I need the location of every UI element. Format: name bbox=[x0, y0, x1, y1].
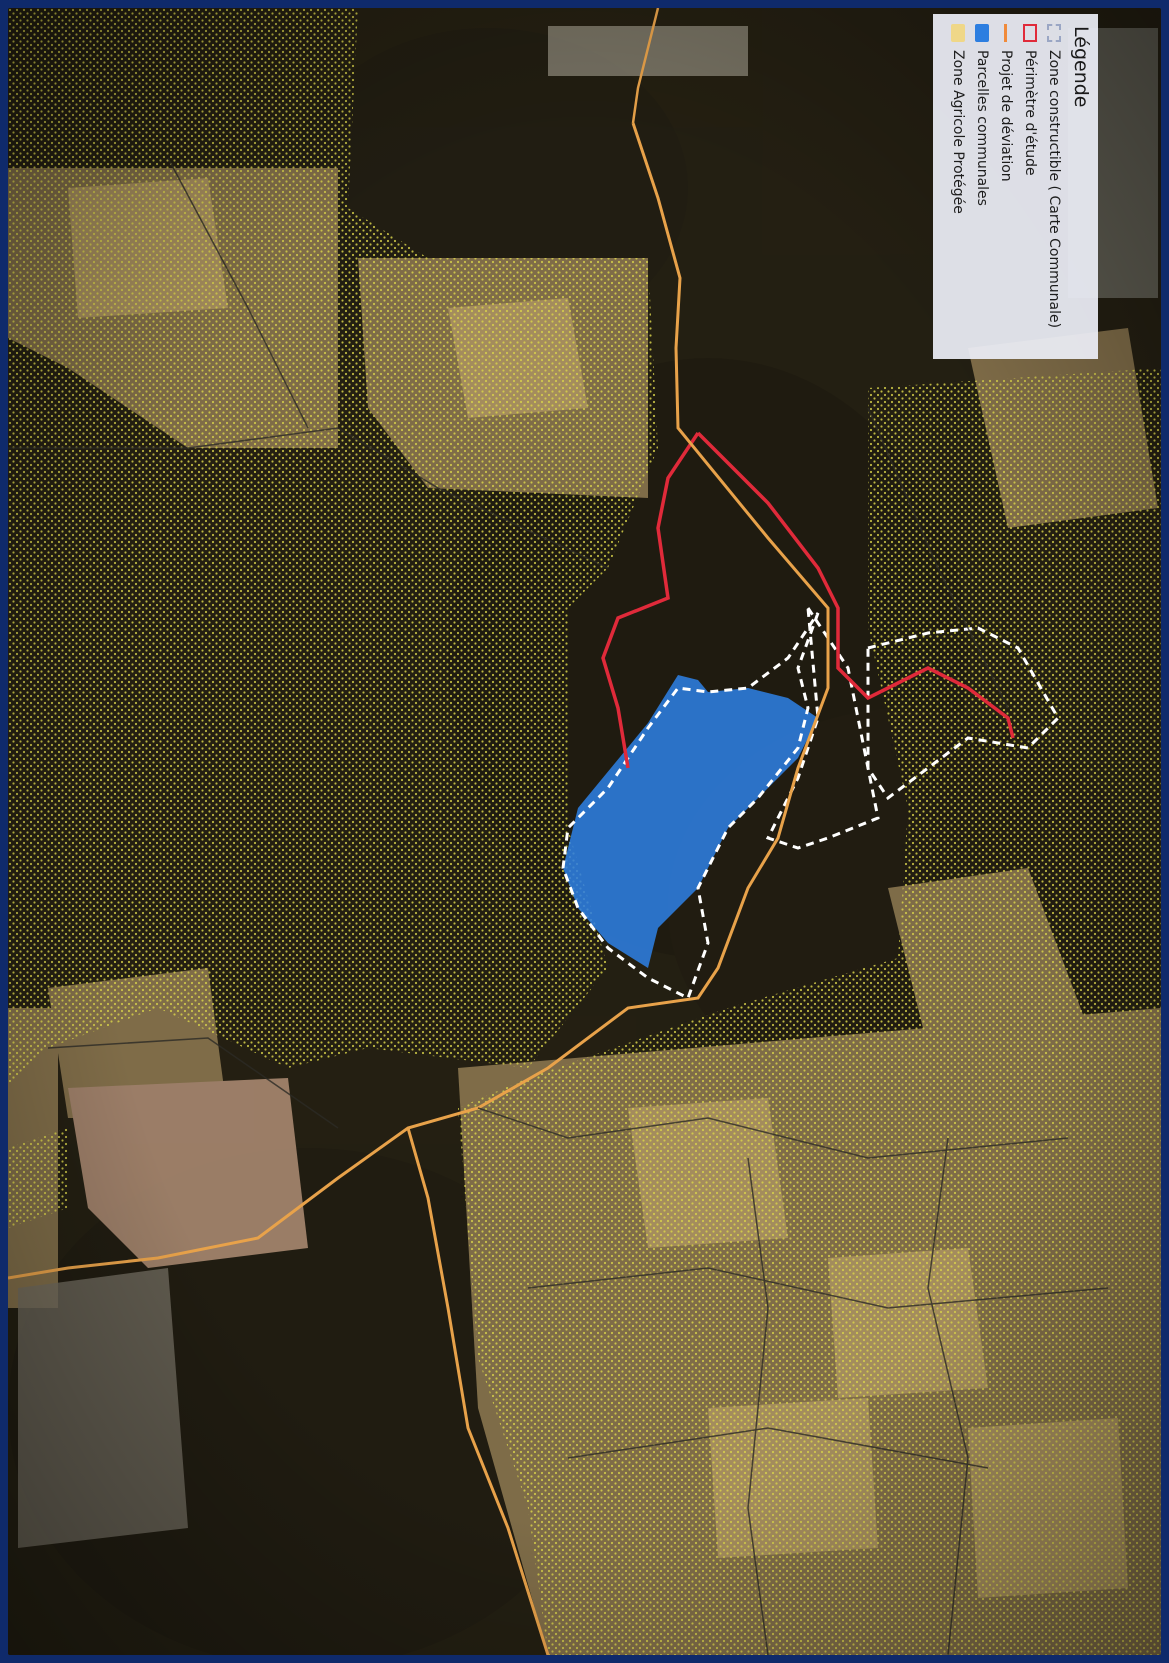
dashed-outline-swatch-icon bbox=[1047, 24, 1061, 42]
legend-label: Zone constructible ( Carte Communale) bbox=[1046, 50, 1062, 329]
fill-swatch-icon bbox=[975, 24, 989, 42]
fill-swatch-icon bbox=[951, 24, 965, 42]
legend-title: Légende bbox=[1070, 26, 1092, 108]
legend-item-deviation-project: Projet de déviation bbox=[994, 24, 1018, 349]
legend-label: Parcelles communales bbox=[974, 50, 990, 206]
legend-content: Légende Zone constructible ( Carte Commu… bbox=[933, 14, 1098, 359]
legend-panel: Légende Zone constructible ( Carte Commu… bbox=[933, 14, 1098, 359]
outline-swatch-icon bbox=[1023, 24, 1037, 42]
legend-label: Zone Agricole Protégée bbox=[950, 50, 966, 214]
legend-item-study-perimeter: Périmètre d'étude bbox=[1018, 24, 1042, 349]
legend-label: Périmètre d'étude bbox=[1022, 50, 1038, 176]
line-swatch-icon bbox=[1004, 24, 1008, 42]
legend-item-municipal-parcels: Parcelles communales bbox=[970, 24, 994, 349]
legend-item-buildable-zone: Zone constructible ( Carte Communale) bbox=[1042, 24, 1066, 349]
map-frame[interactable]: Légende Zone constructible ( Carte Commu… bbox=[8, 8, 1161, 1655]
legend-item-protected-agri-zone: Zone Agricole Protégée bbox=[946, 24, 970, 349]
legend-label: Projet de déviation bbox=[998, 50, 1014, 182]
